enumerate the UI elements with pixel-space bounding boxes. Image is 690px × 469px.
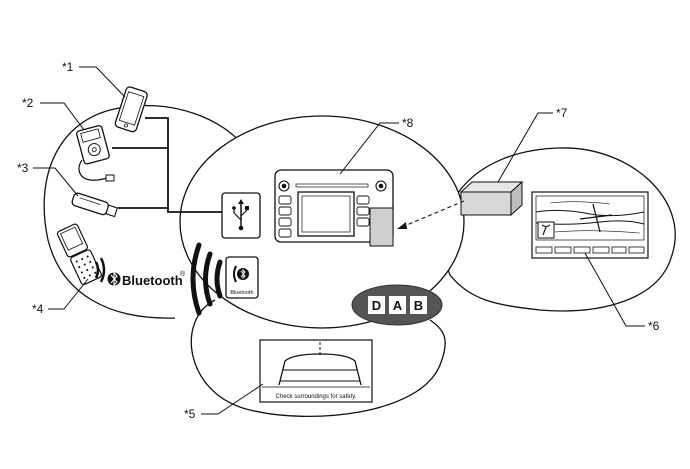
phone-signal-waves-icon [94,257,106,283]
usb-port-icon [221,192,261,239]
bluetooth-badge-icon: Bluetooth [225,256,259,299]
svg-text:A: A [393,298,403,313]
bluetooth-logo-icon [107,271,121,287]
ecu-connection-arrow [397,200,465,229]
svg-text:B: B [414,298,423,313]
callout-2: *2 [22,96,34,110]
callout-6: *6 [648,319,660,333]
callout-8: *8 [402,116,414,130]
callout-1: *1 [62,60,74,74]
callout-4: *4 [32,302,44,316]
smartphone-device [114,86,148,133]
group-left-devices [43,104,251,319]
music-player-device [76,124,115,182]
svg-text:Bluetooth: Bluetooth [230,290,253,296]
callout-7: *7 [556,106,568,120]
camera-caption: Check surroundings for safety. [276,394,357,400]
rear-camera-screen: Check surroundings for safety. [259,339,373,403]
callout-5: *5 [184,407,196,421]
head-unit-display [274,169,394,247]
usb-cables [112,117,222,213]
group-navigation [442,147,676,312]
navigation-map-screen [531,191,649,259]
bluetooth-phone-device [56,223,102,286]
callout-3: *3 [17,161,29,175]
callout-leaders [33,66,645,415]
group-rear-camera [190,299,446,417]
usb-memory-device [71,192,119,218]
svg-text:D: D [372,298,381,313]
head-unit-signal-waves-icon [190,242,223,316]
navigation-ecu-box [459,180,524,217]
bluetooth-label: Bluetooth [122,273,183,288]
dab-badge: D A B [351,284,443,326]
bluetooth-registered-mark: ® [180,270,186,278]
